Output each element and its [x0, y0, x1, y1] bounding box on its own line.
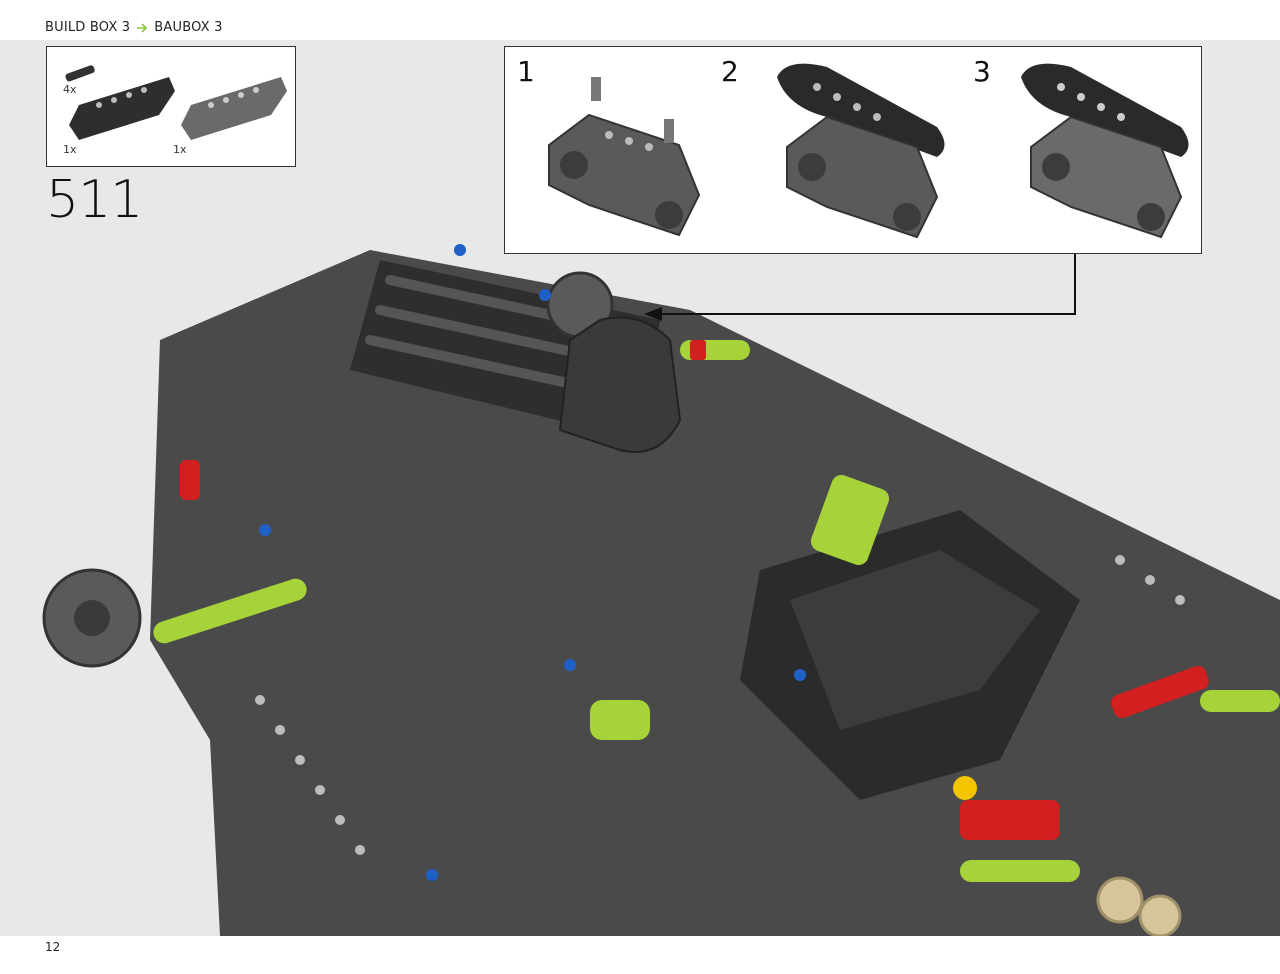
part-qty-dark-panel: 1x	[63, 143, 77, 156]
substep-1-illustration	[548, 77, 701, 237]
substep-callout: 1 2 3	[504, 46, 1202, 254]
substep-number-2: 2	[721, 55, 739, 88]
breadcrumb-baubox: BAUBOX 3	[154, 20, 223, 35]
page-footer	[0, 936, 1280, 974]
part-qty-pin: 4x	[63, 83, 77, 96]
substep-3-illustration	[1021, 63, 1189, 239]
lego-model-illustration	[42, 244, 1280, 936]
substep-number-1: 1	[517, 55, 535, 88]
grey-panel-icon	[181, 77, 287, 140]
breadcrumb: BUILD BOX 3 BAUBOX 3	[45, 20, 223, 35]
breadcrumb-build-box: BUILD BOX 3	[45, 20, 131, 35]
page-number: 12	[45, 940, 61, 954]
parts-list: 4x 1x 1x	[46, 46, 296, 167]
arrow-separator-icon	[137, 22, 148, 33]
step-number: 511	[46, 170, 143, 230]
substep-2-illustration	[777, 63, 945, 239]
axle-pin-icon	[65, 65, 95, 82]
part-qty-grey-panel: 1x	[173, 143, 187, 156]
dark-panel-icon	[69, 77, 175, 140]
page-header: BUILD BOX 3 BAUBOX 3	[0, 0, 1280, 40]
substep-number-3: 3	[973, 55, 991, 88]
